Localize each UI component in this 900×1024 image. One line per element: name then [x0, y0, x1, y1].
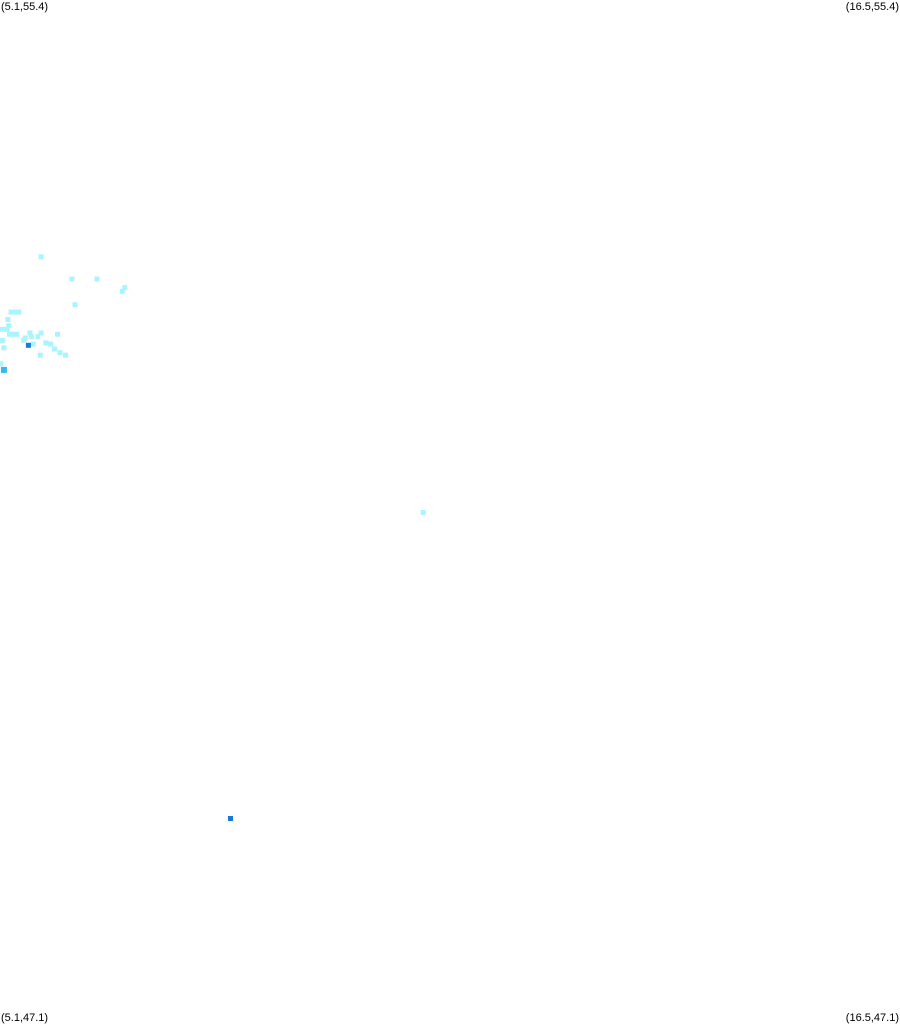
scatter-point — [38, 330, 44, 336]
scatter-point — [29, 334, 35, 340]
scatter-point — [16, 309, 22, 315]
corner-label-top-right: (16.5,55.4) — [845, 1, 899, 13]
scatter-point — [52, 346, 57, 352]
scatter-point — [7, 331, 12, 337]
scatter-point — [0, 337, 5, 343]
scatter-point — [4, 326, 10, 332]
scatter-point — [69, 276, 75, 282]
scatter-point — [57, 350, 63, 356]
scatter-point — [14, 331, 20, 337]
scatter-point — [1, 345, 7, 351]
scatter-point — [8, 309, 14, 315]
scatter-point — [38, 254, 44, 260]
scatter-point — [0, 326, 5, 332]
scatter-point — [37, 352, 43, 358]
corner-label-top-left: (5.1,55.4) — [1, 1, 49, 13]
scatter-point — [13, 309, 19, 315]
scatter-point — [5, 317, 11, 322]
scatter-point — [0, 366, 7, 373]
scatter-point — [21, 337, 27, 343]
scatter-point — [122, 285, 128, 291]
scatter-point — [43, 340, 49, 346]
scatter-point — [30, 341, 36, 347]
scatter-point — [72, 302, 78, 308]
corner-label-bottom-right: (16.5,47.1) — [845, 1012, 899, 1024]
scatter-point — [63, 352, 68, 358]
scatter-point — [0, 361, 4, 367]
scatter-point — [10, 331, 16, 337]
scatter-point — [48, 341, 53, 347]
scatter-point — [25, 342, 31, 348]
scatter-point — [420, 510, 426, 515]
scatter-point — [119, 288, 125, 294]
scatter-point — [228, 816, 233, 821]
scatter-point — [94, 276, 100, 282]
scatter-point — [27, 330, 33, 336]
scatter-point — [55, 331, 61, 337]
scatter-point — [35, 334, 41, 340]
corner-label-bottom-left: (5.1,47.1) — [1, 1012, 49, 1024]
scatter-point — [6, 323, 12, 329]
